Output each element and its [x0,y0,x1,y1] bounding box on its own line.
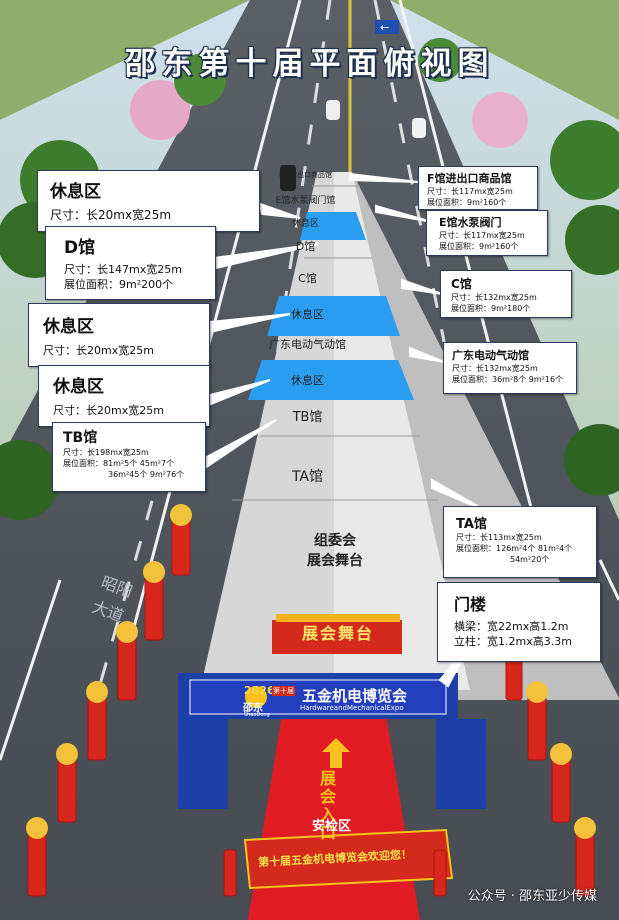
gate-subtitle: HardwareandMechanicalExpo [300,704,404,712]
hall-gd-label: 广东电动气动馆 [269,338,346,351]
callout-hall-d: D馆 尺寸：长147mx宽25m 展位面积：9m²200个 [45,226,216,300]
callout-title: 广东电动气动馆 [452,349,529,362]
rest-area-3 [248,360,414,400]
callout-hall-ta: TA馆 尺寸：长113mx宽25m 展位面积：126m²4个 81m²4个 54… [443,506,597,578]
gate-brand-small: ShaoDong [244,712,270,718]
callout-hall-e: E馆水泵阀门 尺寸：长117mx宽25m 展位面积：9m²160个 [426,210,548,256]
hall-tb-label: TB馆 [292,410,323,425]
entrance-label: 展会入口 [319,769,336,842]
callout-beam: 横梁：宽22mx高1.2m [454,620,569,633]
callout-area-1: 展位面积：126m²4个 81m²4个 [456,544,573,553]
callout-title: C馆 [451,277,472,291]
callout-title: 门楼 [454,595,487,614]
callout-size: 尺寸：长20mx宽25m [43,344,154,357]
hall-e-label: E馆水泵阀门馆 [275,196,336,206]
hall-f-label: F馆进出口商品馆 [278,171,333,179]
callout-title: 休息区 [50,182,101,202]
rest-area-1-label: 休息区 [291,219,319,229]
callout-title: TA馆 [456,517,487,532]
callout-size: 尺寸：长20mx宽25m [50,208,172,222]
callout-rest-top: 休息区 尺寸：长20mx宽25m [37,170,260,232]
callout-area: 展位面积：9m²200个 [64,278,174,291]
callout-title: 休息区 [53,377,104,397]
callout-hall-tb: TB馆 尺寸：长198mx宽25m 展位面积：81m²5个 45m²7个 36m… [52,422,206,492]
hall-d-label: D馆 [295,240,316,253]
page-title: 邵东第十届平面俯视图 [124,46,495,82]
callout-size: 尺寸：长113mx宽25m [456,533,542,542]
callout-title: TB馆 [63,430,98,446]
callout-hall-c: C馆 尺寸：长132mx宽25m 展位面积：9m²180个 [440,270,572,318]
gate-brand: 邵东 [243,703,263,714]
callout-hall-f: F馆进出口商品馆 尺寸：长117mx宽25m 展位面积：9m²160个 [418,166,538,210]
callout-size: 尺寸：长132mx宽25m [451,293,537,302]
callout-size: 尺寸：长117mx宽25m [427,187,513,196]
gate-arch [178,673,486,809]
rest-area-2-label: 休息区 [291,308,324,321]
callout-title: D馆 [64,238,96,258]
welcome-banner [243,828,454,890]
arrow-up-icon [322,738,350,768]
security-label: 安检区 [312,819,352,834]
callout-size: 尺寸：长147mx宽25m [64,263,182,276]
callout-title: 休息区 [43,317,94,337]
callout-size: 尺寸：长198mx宽25m [63,448,149,457]
road-sign-arrow-icon: ← [380,21,390,34]
watermark: 公众号 · 邵东亚少传媒 [467,889,597,904]
stage-label: 展会舞台 [301,624,374,643]
callout-size: 尺寸：长20mx宽25m [53,404,164,417]
org-committee-label: 组委会 [314,533,356,549]
callout-area: 展位面积：36m²8个 9m²16个 [452,375,564,384]
rest-area-1 [300,212,366,240]
callout-area: 展位面积：9m²160个 [439,242,519,251]
gate-year: 2026 [244,684,275,697]
right-lawn [390,0,619,120]
rest-area-3-label: 休息区 [291,374,324,387]
org-stage-label: 展会舞台 [307,553,363,569]
cars [280,100,426,191]
callout-gate: 门楼 横梁：宽22mx高1.2m 立柱：宽1.2mx高3.3m [437,582,601,662]
callout-rest-low: 休息区 尺寸：长20mx宽25m [38,365,210,427]
callout-area: 展位面积：9m²160个 [427,198,507,207]
gate-edition: 第十届 [272,686,295,696]
callout-pillar: 立柱：宽1.2mx高3.3m [454,635,572,648]
gate-title: 五金机电博览会 [302,687,408,705]
callout-area-2: 36m²45个 9m²76个 [108,470,185,479]
hall-c-label: C馆 [298,272,317,285]
road-sign [375,20,399,34]
callout-area-2: 54m²20个 [510,555,550,564]
callout-rest-mid: 休息区 尺寸：长20mx宽25m [28,303,210,367]
hall-ta-label: TA馆 [291,469,324,485]
rest-area-2 [267,296,400,336]
callout-size: 尺寸：长117mx宽25m [439,231,525,240]
callout-area: 展位面积：9m²180个 [451,304,531,313]
callout-title: E馆水泵阀门 [439,216,502,229]
callout-hall-gd: 广东电动气动馆 尺寸：长132mx宽25m 展位面积：36m²8个 9m²16个 [443,342,577,394]
callout-area-1: 展位面积：81m²5个 45m²7个 [63,459,175,468]
stage [272,620,402,654]
left-lawn [0,0,250,120]
callout-size: 尺寸：长132mx宽25m [452,364,538,373]
callout-title: F馆进出口商品馆 [427,172,512,185]
